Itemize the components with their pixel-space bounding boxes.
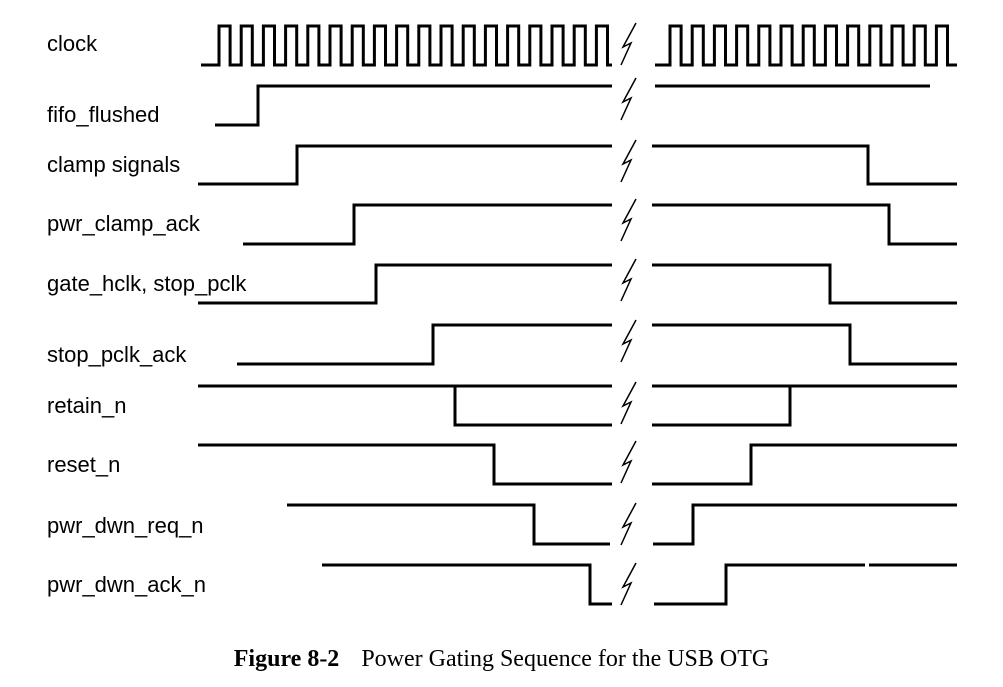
waveform-pwr-dwn-ack-n — [322, 563, 957, 606]
signal-label-stop-pclk-ack: stop_pclk_ack — [47, 342, 187, 367]
time-break-marker — [620, 22, 637, 66]
signal-label-gate-hclk-stop-pclk: gate_hclk, stop_pclk — [47, 271, 247, 296]
waveform-stop-pclk-ack — [237, 323, 957, 366]
signal-label-clamp-signals: clamp signals — [47, 152, 181, 177]
waveform-gate-hclk-stop-pclk — [198, 263, 957, 305]
time-break-marker — [620, 77, 637, 121]
waveform-clock-right — [655, 24, 957, 67]
time-break-marker — [620, 502, 637, 546]
signal-label-pwr-clamp-ack: pwr_clamp_ack — [47, 211, 200, 236]
waveform-pwr-dwn-req-n — [287, 503, 957, 546]
waveform-reset-n — [198, 443, 957, 486]
time-break-marker — [620, 381, 637, 425]
waveform-fifo-flushed — [215, 84, 930, 127]
time-break-marker — [620, 139, 637, 183]
time-break-marker — [620, 198, 637, 242]
waveform-pwr-clamp-ack — [243, 203, 957, 246]
time-break-marker — [620, 562, 637, 606]
signal-label-fifo-flushed: fifo_flushed — [47, 102, 160, 127]
signal-label-clock: clock — [47, 31, 98, 56]
figure-title: Power Gating Sequence for the USB OTG — [361, 646, 770, 672]
time-break-marker — [620, 440, 637, 484]
figure-number: Figure 8-2 — [233, 646, 340, 672]
signal-label-pwr-dwn-req-n: pwr_dwn_req_n — [47, 513, 204, 538]
figure-caption: Figure 8-2 Power Gating Sequence for the … — [0, 646, 1003, 673]
signal-label-retain-n: retain_n — [47, 393, 127, 418]
waveform-clamp-signals — [198, 144, 957, 186]
time-break-marker — [620, 258, 637, 302]
time-break-marker — [620, 319, 637, 363]
waveform-retain-n-pulse — [198, 384, 957, 427]
time-break-markers — [620, 22, 637, 606]
signal-label-pwr-dwn-ack-n: pwr_dwn_ack_n — [47, 572, 206, 597]
waveform-clock — [201, 24, 612, 67]
signal-label-reset-n: reset_n — [47, 452, 121, 477]
